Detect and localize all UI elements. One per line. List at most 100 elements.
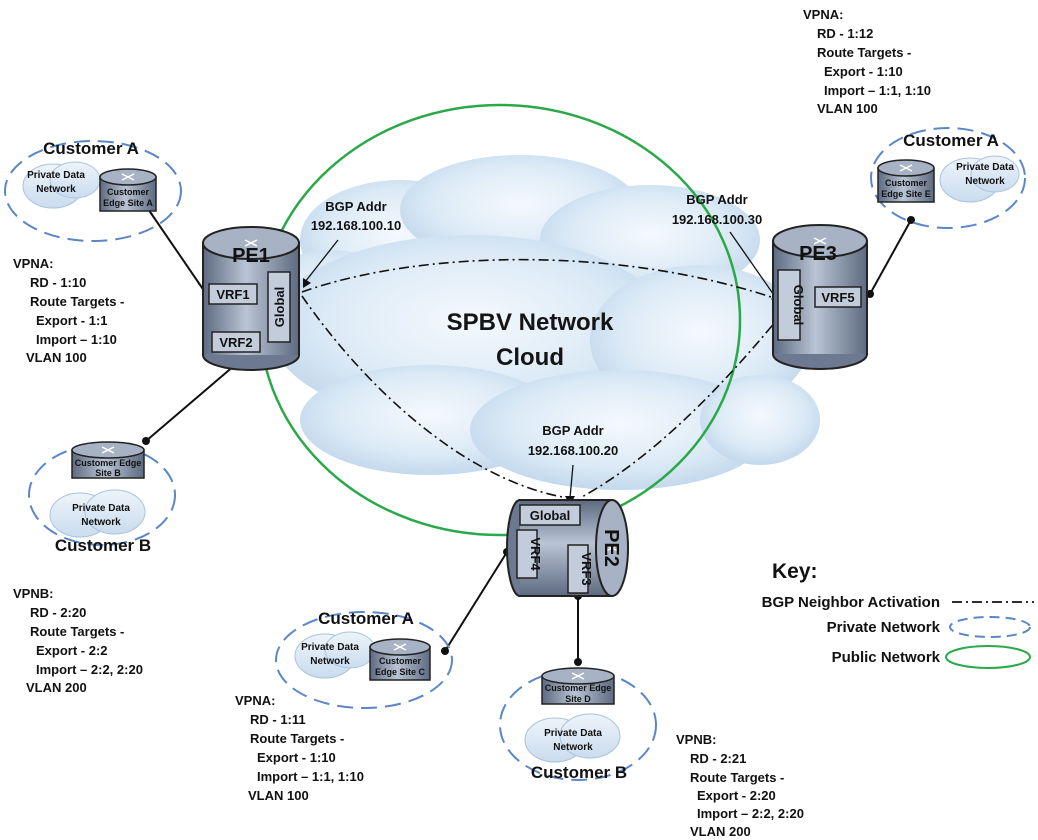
svg-text:RD - 2:20: RD - 2:20 [30,605,86,620]
svg-text:Customer Edge: Customer Edge [545,683,612,693]
legend-title: Key: [772,560,818,583]
svg-text:Export - 2:2: Export - 2:2 [36,643,108,658]
bgp-label-pe1: BGP Addr 192.168.100.10 [303,199,401,288]
bgp-label-pe2: BGP Addr 192.168.100.20 [528,423,618,505]
site-c-customer: Customer A [318,609,414,628]
svg-text:Route Targets -: Route Targets - [30,294,124,309]
svg-text:Import – 1:10: Import – 1:10 [36,332,117,347]
svg-text:Customer: Customer [379,656,422,666]
svg-text:Private Data: Private Data [301,642,359,653]
svg-text:Network: Network [310,656,350,667]
svg-text:Site D: Site D [565,694,591,704]
pe1-label: PE1 [232,245,270,267]
svg-text:Import – 1:1, 1:10: Import – 1:1, 1:10 [824,83,931,98]
svg-text:Private Data: Private Data [544,728,602,739]
svg-text:VLAN 100: VLAN 100 [26,350,87,365]
cloud-title-line1: SPBV Network [447,309,614,336]
site-d-customer: Customer B [531,763,627,782]
vpn-config-site-b: VPNB: RD - 2:20 Route Targets - Export -… [13,586,143,695]
bgp-neighbor-links [301,258,786,499]
svg-text:Export - 1:10: Export - 1:10 [824,64,903,79]
legend-bgp-label: BGP Neighbor Activation [762,594,940,611]
svg-text:RD - 1:12: RD - 1:12 [817,26,873,41]
legend-public-swatch [945,645,1031,669]
svg-text:VPNA:: VPNA: [13,256,53,271]
svg-text:Route Targets -: Route Targets - [30,624,124,639]
svg-text:Private Data: Private Data [27,170,85,181]
svg-text:VLAN 200: VLAN 200 [690,824,751,839]
svg-text:VLAN 100: VLAN 100 [817,101,878,116]
svg-text:Export - 1:10: Export - 1:10 [257,750,336,765]
customer-site-b: Customer Edge Site B Private Data Networ… [28,441,176,555]
bgp-label-pe3: BGP Addr 192.168.100.30 [672,192,780,304]
svg-text:192.168.100.20: 192.168.100.20 [528,443,618,458]
svg-text:Site B: Site B [95,468,121,478]
legend-private-swatch [949,616,1031,638]
svg-text:Private Data: Private Data [956,162,1014,173]
svg-text:Network: Network [81,517,121,528]
svg-text:Customer Edge: Customer Edge [75,458,142,468]
legend-private-label: Private Network [827,619,941,636]
svg-text:BGP Addr: BGP Addr [686,192,747,207]
site-b-customer: Customer B [55,536,151,555]
svg-text:Import – 1:1, 1:10: Import – 1:1, 1:10 [257,769,364,784]
svg-text:Network: Network [965,176,1005,187]
pe2-router: PE2 Global VRF4 VRF3 [506,499,629,597]
customer-site-d: Customer Edge Site D Private Data Networ… [499,667,657,782]
svg-text:Private Data: Private Data [72,503,130,514]
customer-site-c: Customer A Private Data Network Customer… [275,609,453,709]
pe3-global: Global [791,285,806,325]
svg-text:Edge Site A: Edge Site A [103,198,153,208]
svg-text:Edge Site E: Edge Site E [881,189,931,199]
svg-text:VPNA:: VPNA: [803,7,843,22]
svg-text:Route Targets -: Route Targets - [817,45,911,60]
pe1-router: PE1 VRF1 VRF2 Global [202,226,300,371]
svg-text:BGP Addr: BGP Addr [542,423,603,438]
legend-public-label: Public Network [832,649,941,666]
pe3-router: PE3 Global VRF5 [772,224,868,370]
pe3-label: PE3 [799,243,837,265]
svg-text:Network: Network [553,742,593,753]
svg-text:Route Targets -: Route Targets - [690,770,784,785]
svg-text:VPNB:: VPNB: [676,732,716,747]
svg-text:Edge Site C: Edge Site C [375,667,426,677]
svg-text:VPNA:: VPNA: [235,693,275,708]
pe3-vrf5: VRF5 [821,290,854,305]
svg-text:VPNB:: VPNB: [13,586,53,601]
pe1-global: Global [272,287,287,327]
pe2-vrf4: VRF4 [528,537,543,571]
svg-text:Customer: Customer [885,178,928,188]
svg-text:RD - 1:11: RD - 1:11 [250,712,306,727]
site-e-customer: Customer A [903,131,999,150]
cloud-title-line2: Cloud [496,344,564,371]
vpn-config-site-c: VPNA: RD - 1:11 Route Targets - Export -… [235,693,364,803]
svg-text:Route Targets -: Route Targets - [250,731,344,746]
svg-text:Export - 1:1: Export - 1:1 [36,313,108,328]
svg-text:BGP Addr: BGP Addr [325,199,386,214]
legend: Key: BGP Neighbor Activation Private Net… [762,560,1034,669]
svg-text:Network: Network [36,184,76,195]
customer-site-a: Customer A Private Data Network Customer… [4,139,182,242]
site-a-customer: Customer A [43,139,139,158]
access-links [143,202,912,662]
pe2-global: Global [530,508,570,523]
svg-text:Customer: Customer [107,187,150,197]
pe1-vrf1: VRF1 [216,287,249,302]
vpn-config-site-a: VPNA: RD - 1:10 Route Targets - Export -… [13,256,124,365]
svg-text:VLAN 200: VLAN 200 [26,680,87,695]
svg-text:Export - 2:20: Export - 2:20 [697,788,776,803]
svg-text:192.168.100.30: 192.168.100.30 [672,212,762,227]
customer-site-e: Customer A Customer Edge Site E Private … [870,127,1026,229]
svg-text:192.168.100.10: 192.168.100.10 [311,218,401,233]
svg-text:RD - 1:10: RD - 1:10 [30,275,86,290]
svg-text:Import – 2:2, 2:20: Import – 2:2, 2:20 [36,662,143,677]
svg-text:VLAN 100: VLAN 100 [248,788,309,803]
svg-text:RD - 2:21: RD - 2:21 [690,751,746,766]
vpn-config-site-d: VPNB: RD - 2:21 Route Targets - Export -… [676,732,804,839]
pe2-label: PE2 [600,529,622,567]
pe1-vrf2: VRF2 [219,335,252,350]
svg-text:Import – 2:2, 2:20: Import – 2:2, 2:20 [697,806,804,821]
vpn-config-site-e: VPNA: RD - 1:12 Route Targets - Export -… [803,7,931,116]
pe2-vrf3: VRF3 [579,552,594,585]
